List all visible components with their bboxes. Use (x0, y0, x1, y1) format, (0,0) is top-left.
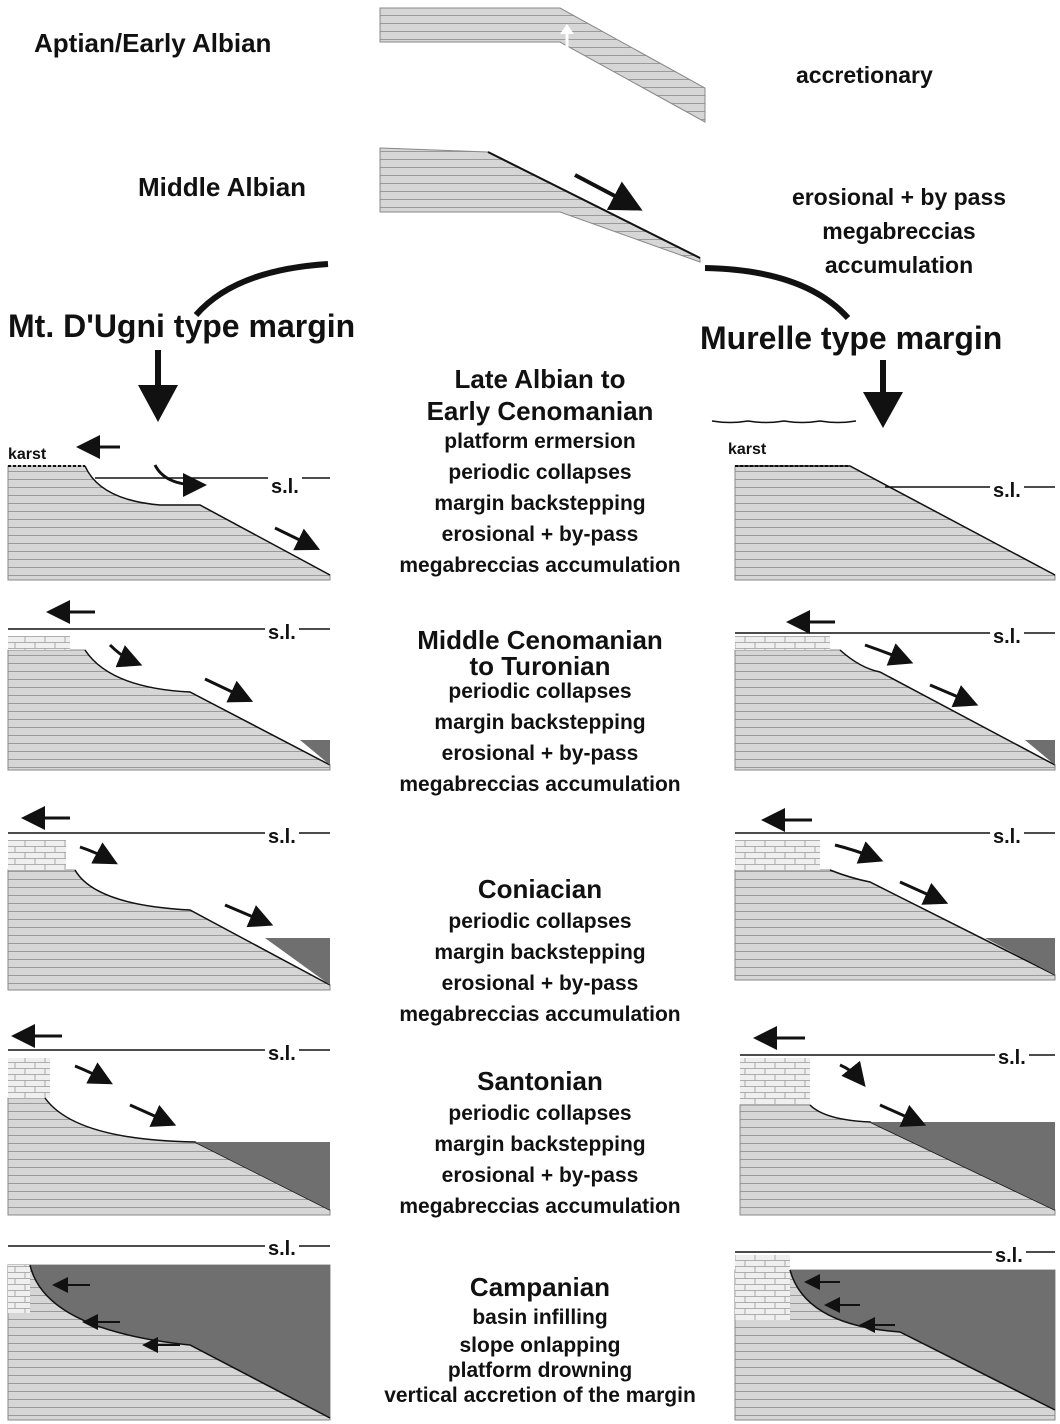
stage2-note: periodic collapses (448, 680, 632, 703)
stage1-title-line: Late Albian to (454, 364, 626, 394)
stage2-text: Middle Cenomanian to Turonian periodic c… (360, 624, 720, 800)
stage2-note: erosional + by-pass (441, 742, 639, 765)
stage5-text: Campanian basin infilling slope onlappin… (345, 1270, 735, 1410)
stage3-right-section (734, 808, 1056, 981)
stage5-note: vertical accretion of the margin (384, 1384, 696, 1407)
sea-level-label: s.l. (990, 480, 1024, 503)
stage2-right-section (734, 610, 1056, 771)
sea-level-label: s.l. (265, 622, 299, 645)
left-margin-title: Mt. D'Ugni type margin (8, 308, 356, 344)
sea-level-label: s.l. (990, 826, 1024, 849)
middle-albian-desc-line: erosional + by pass (791, 184, 1007, 210)
middle-albian-label: Middle Albian (138, 172, 307, 202)
sea-level-label: s.l. (995, 1047, 1029, 1070)
aptian-desc: accretionary (796, 62, 933, 88)
stage2-title-line: Middle Cenomanian (417, 625, 663, 655)
stage3-note: erosional + by-pass (441, 972, 639, 995)
stage1-left-section (7, 435, 331, 581)
stage5-left-section (7, 1245, 331, 1421)
stage4-title-line: Santonian (477, 1066, 603, 1096)
stage5-right-section (734, 1251, 1056, 1421)
stage1-title-line: Early Cenomanian (426, 396, 654, 426)
right-margin-title: Murelle type margin (700, 320, 1003, 356)
sea-level-label: s.l. (265, 826, 299, 849)
stage3-note: megabreccias accumulation (399, 1003, 681, 1026)
stage3-note: margin backstepping (434, 941, 646, 964)
stage2-note: margin backstepping (434, 711, 646, 734)
stage4-right-section (739, 1026, 1056, 1216)
stage2-title-line: to Turonian (469, 651, 611, 681)
stage3-text: Coniacian periodic collapses margin back… (360, 872, 720, 1030)
karst-label-left: karst (8, 446, 47, 463)
middle-albian-desc-line: megabreccias (822, 218, 976, 244)
stage1-note: margin backstepping (434, 492, 646, 515)
split-arrow-right (704, 265, 851, 321)
middle-albian-desc-line: accumulation (824, 252, 974, 278)
stage5-note: basin infilling (472, 1306, 608, 1329)
sea-level-label: s.l. (992, 1245, 1026, 1268)
middle-albian-block (379, 147, 701, 263)
stage4-note: margin backstepping (434, 1133, 646, 1156)
stage1-note: periodic collapses (448, 461, 632, 484)
aptian-block (379, 7, 706, 123)
stage1-note: megabreccias accumulation (399, 554, 681, 577)
stage1-text: Late Albian to Early Cenomanian platform… (360, 362, 720, 581)
stage4-note: erosional + by-pass (441, 1164, 639, 1187)
stage5-note: platform drowning (447, 1359, 633, 1382)
down-arrow-right (863, 360, 903, 428)
stage3-left-section (7, 806, 331, 991)
karst-label-right: karst (728, 441, 767, 458)
sea-level-label: s.l. (990, 626, 1024, 649)
sea-level-label: s.l. (265, 1043, 299, 1066)
sea-level-label: s.l. (265, 1238, 299, 1261)
stage2-note: megabreccias accumulation (399, 773, 681, 796)
stage3-note: periodic collapses (448, 910, 632, 933)
stage3-title-line: Coniacian (477, 874, 603, 904)
stage5-note: slope onlapping (459, 1334, 621, 1357)
stage5-title-line: Campanian (469, 1272, 611, 1302)
split-arrow-left (193, 261, 329, 317)
stage1-note: erosional + by-pass (441, 523, 639, 546)
stage1-note: platform ermersion (444, 430, 636, 453)
stage4-note: periodic collapses (448, 1102, 632, 1125)
sea-level-label: s.l. (268, 476, 302, 499)
stage4-note: megabreccias accumulation (399, 1195, 681, 1218)
down-arrow-left (138, 350, 178, 422)
middle-albian-desc: erosional + by pass megabreccias accumul… (765, 180, 1033, 282)
stage1-right-section (711, 420, 1056, 581)
stage4-text: Santonian periodic collapses margin back… (360, 1064, 720, 1222)
aptian-label: Aptian/Early Albian (34, 28, 272, 58)
stage2-left-section (7, 600, 331, 771)
